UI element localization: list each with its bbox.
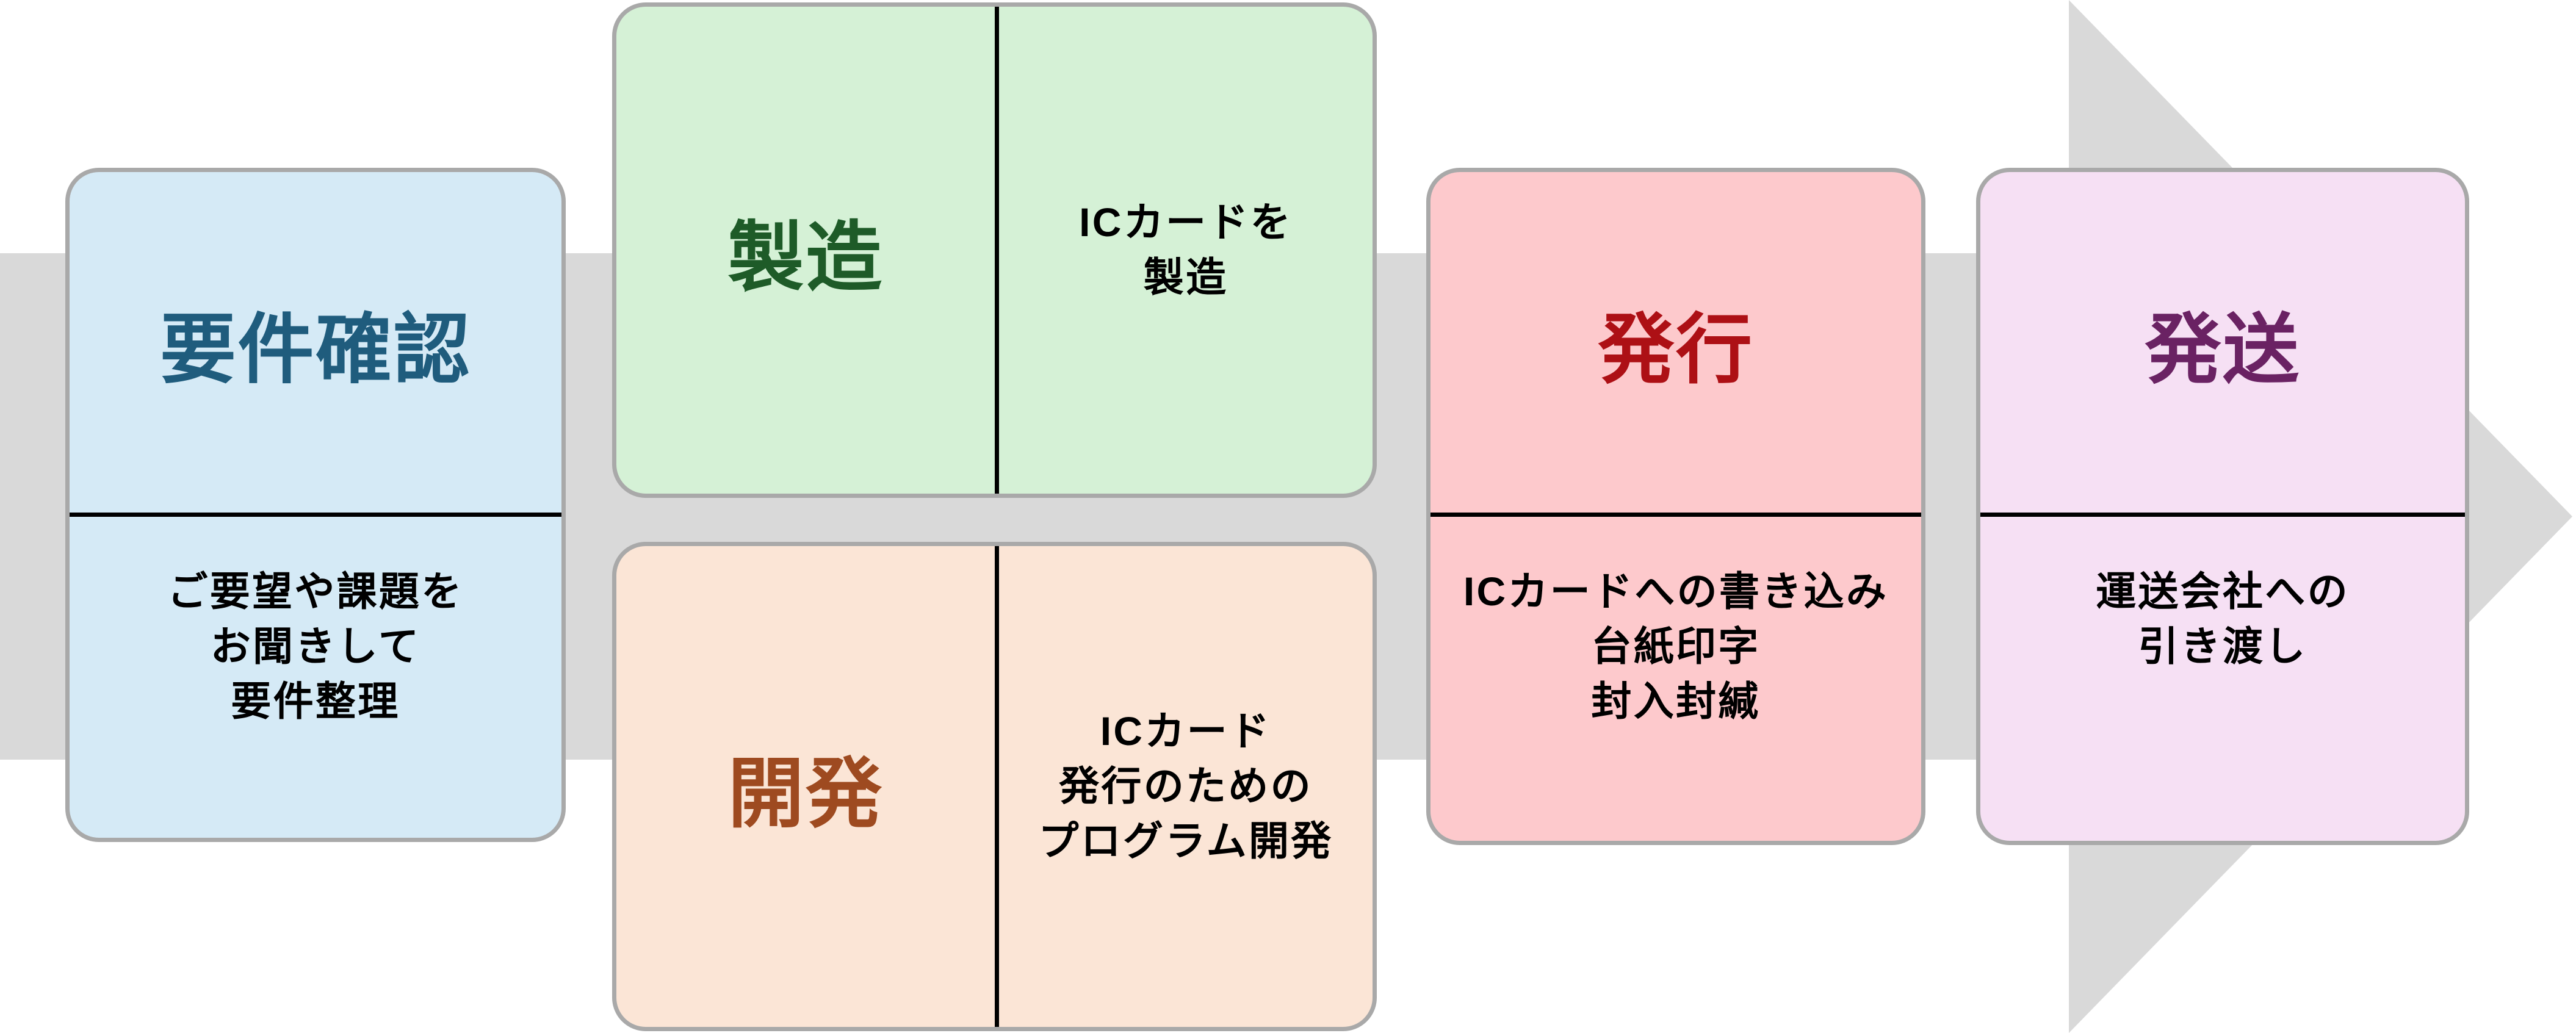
step-body-line: ご要望や課題を [167,569,464,614]
step-body-line: ICカードへの書き込み [1463,569,1889,614]
step-body: 運送会社への 引き渡し [1980,517,2465,841]
step-body-line: 製造 [1143,254,1228,300]
step-divider [1980,513,2465,517]
step-divider [70,513,561,517]
step-divider [995,546,999,1027]
step-development: 開発 ICカード 発行のための プログラム開発 [612,542,1377,1031]
step-body-line: ICカードを [1079,200,1293,245]
step-body-line: 要件整理 [231,678,400,724]
step-body-line: プログラム開発 [1038,818,1333,863]
step-body: ご要望や課題を お聞きして 要件整理 [70,517,561,838]
step-body-line: 台紙印字 [1591,623,1761,669]
step-title: 発送 [2145,307,2301,392]
step-body: ICカード 発行のための プログラム開発 [999,546,1373,1027]
step-shipping: 発送 運送会社への 引き渡し [1976,168,2469,845]
step-body: ICカードを 製造 [999,7,1373,494]
step-body-line: 発行のための [1059,763,1313,809]
step-title: 開発 [727,751,884,837]
step-requirements: 要件確認 ご要望や課題を お聞きして 要件整理 [65,168,566,842]
step-body-line: お聞きして [210,623,421,669]
step-issuance: 発行 ICカードへの書き込み 台紙印字 封入封緘 [1426,168,1925,845]
step-body-line: 運送会社への [2096,569,2350,614]
step-title: 要件確認 [160,307,471,392]
step-body-line: ICカード [1100,708,1272,754]
step-title: 発行 [1598,307,1754,392]
step-body-line: 引き渡し [2138,623,2307,669]
step-divider [995,7,999,494]
step-title: 製造 [727,215,884,300]
step-body: ICカードへの書き込み 台紙印字 封入封緘 [1431,517,1921,841]
step-manufacturing: 製造 ICカードを 製造 [612,2,1377,498]
step-divider [1431,513,1921,517]
step-body-line: 封入封緘 [1591,678,1761,724]
